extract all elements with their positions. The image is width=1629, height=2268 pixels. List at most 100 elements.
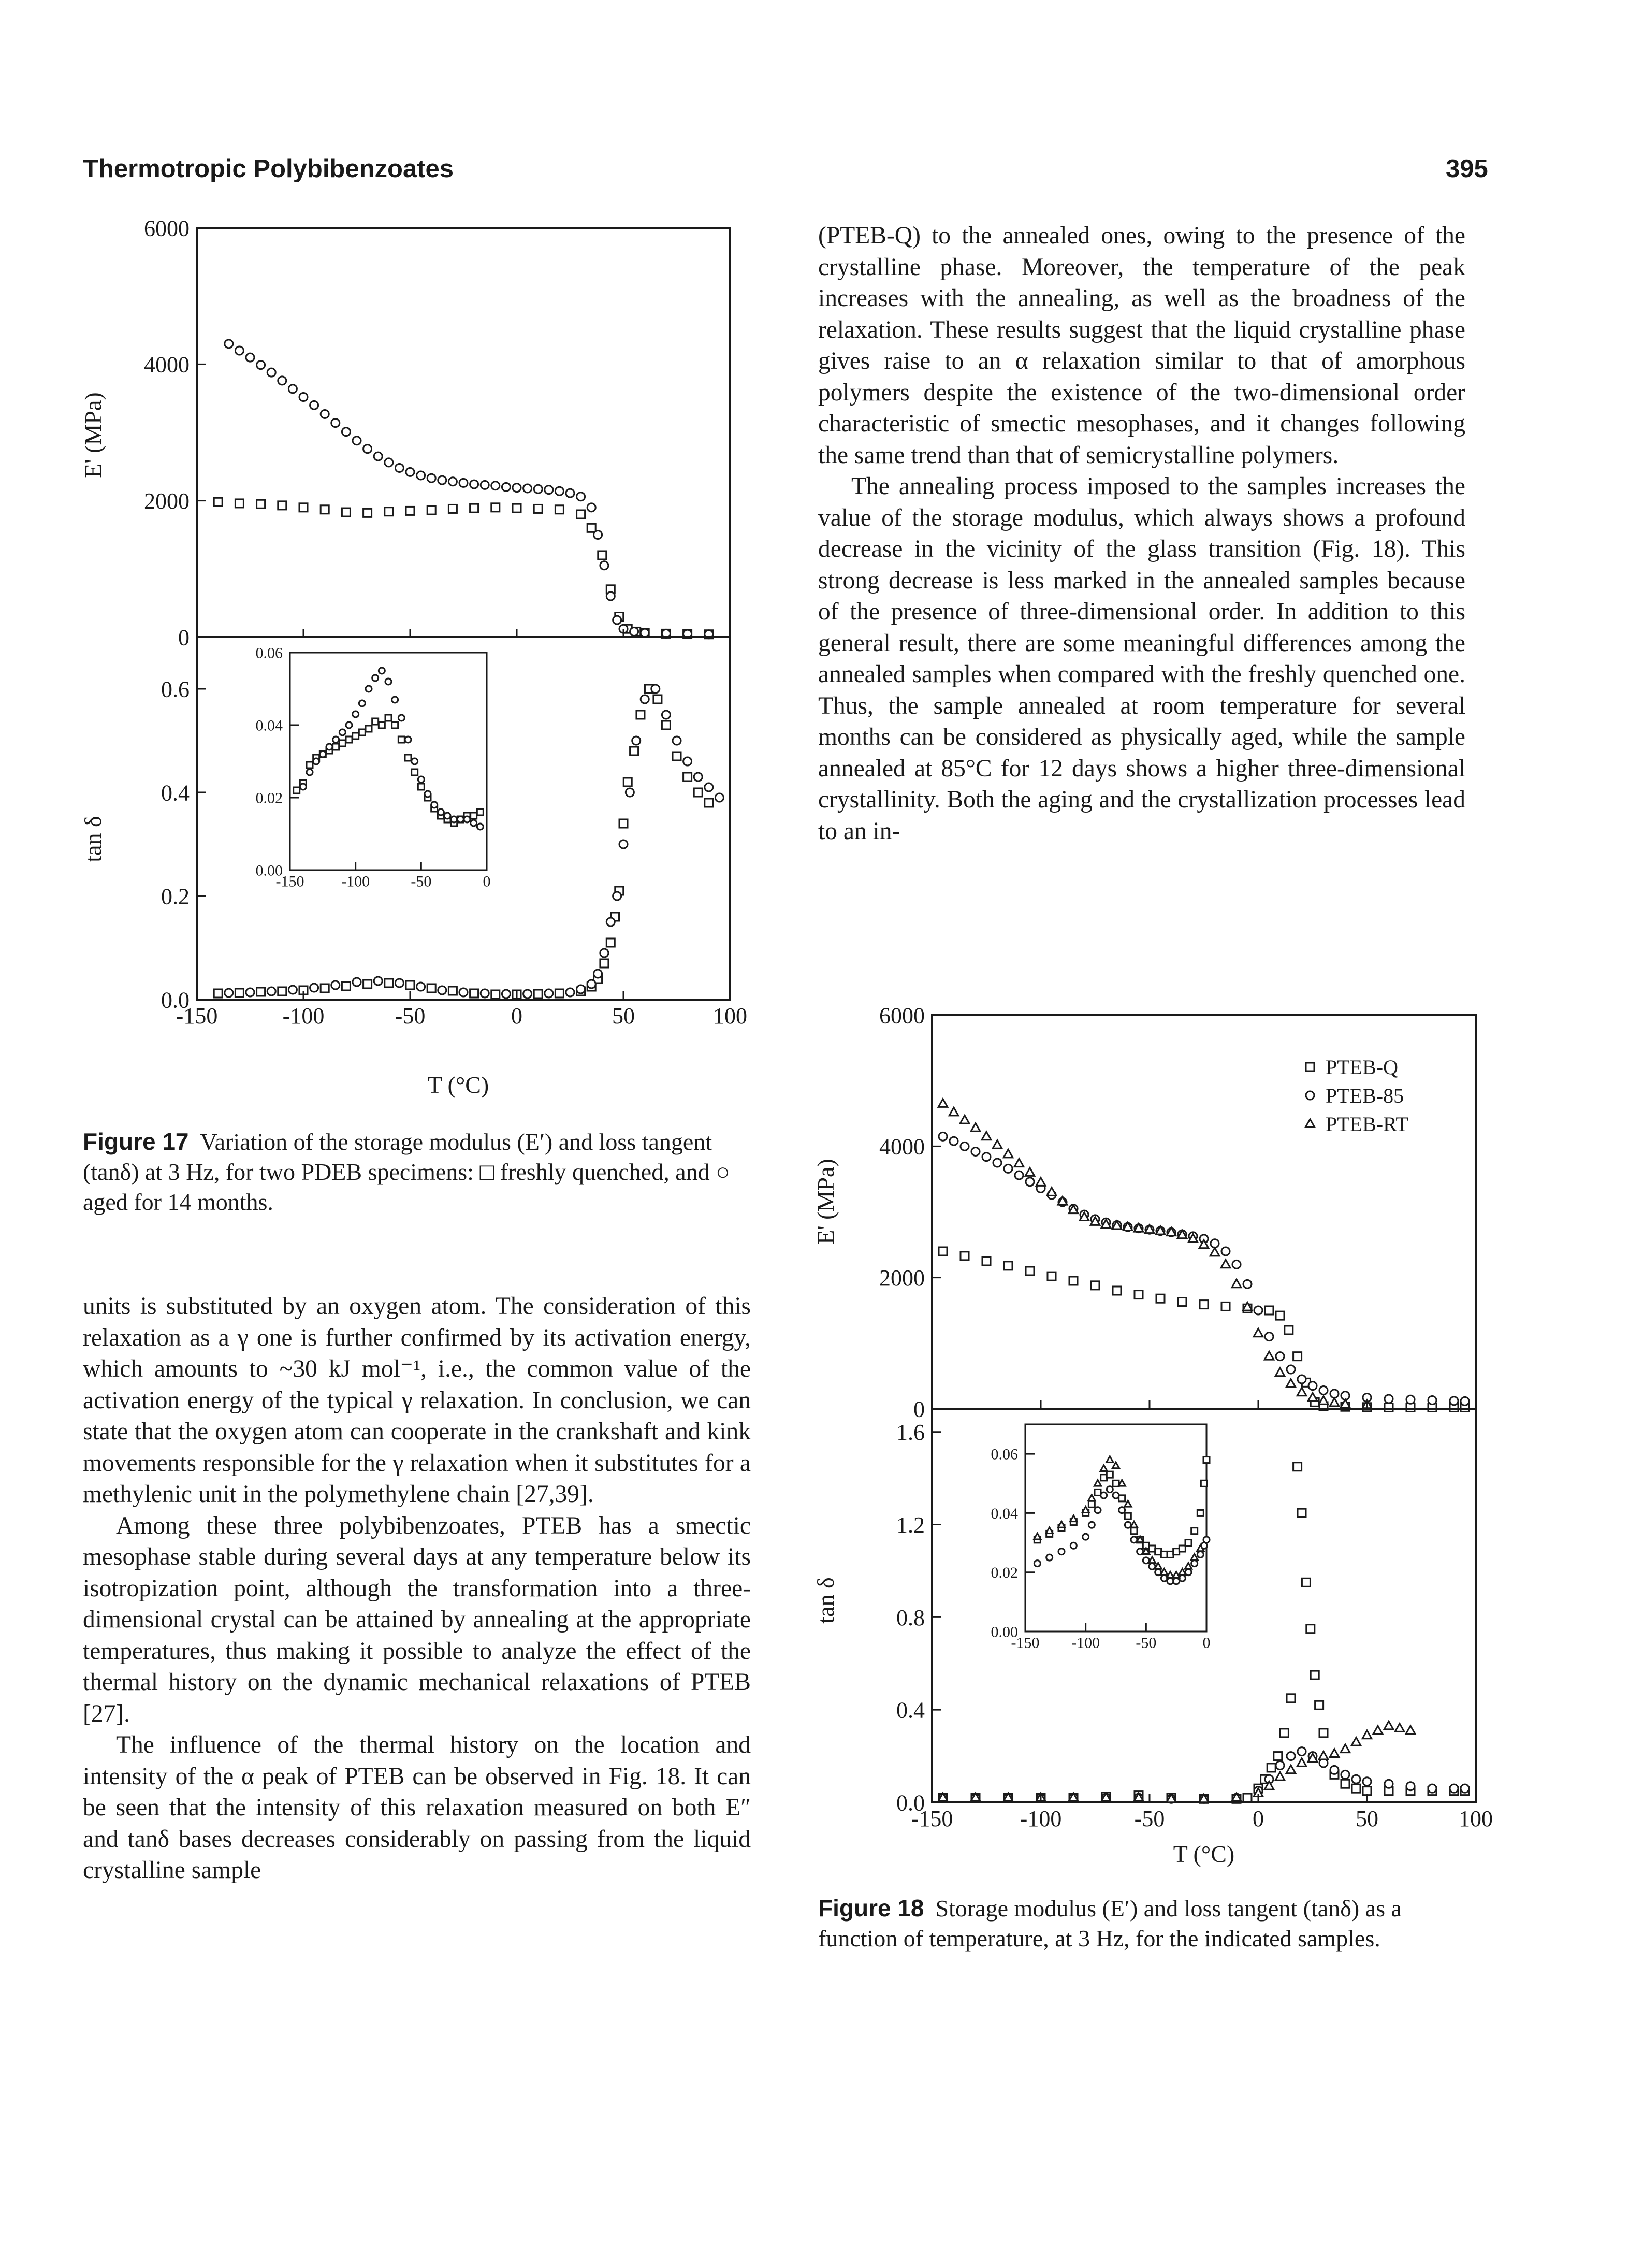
f17-top-point xyxy=(490,481,501,491)
f17-inset-point xyxy=(377,667,386,675)
f18-inset-point xyxy=(1202,1456,1211,1464)
f18-inset-point xyxy=(1044,1525,1054,1535)
f18-inset-point xyxy=(1130,1527,1138,1535)
f17-inset-xtick-label: 0 xyxy=(483,873,491,890)
f17-inset-point xyxy=(476,822,484,831)
f17-inset-point xyxy=(318,750,327,758)
f18-inset-point xyxy=(1200,1479,1208,1487)
f17-bot-point xyxy=(704,782,714,792)
f17-top-point xyxy=(576,492,586,502)
f18-inset-point xyxy=(1118,1506,1126,1514)
f17-bot-point xyxy=(501,989,511,999)
f17-top-point xyxy=(554,504,564,515)
f17-inset-point xyxy=(404,754,412,762)
f17-bot-point xyxy=(714,792,724,803)
f17-top-point xyxy=(469,479,479,489)
f18-bot-ytick-label: 0.4 xyxy=(896,1698,925,1723)
f18-top-point xyxy=(1122,1220,1134,1232)
f18-top-point xyxy=(1068,1276,1079,1286)
f18-top-point xyxy=(937,1097,949,1108)
f18-bot-point xyxy=(1404,1724,1417,1735)
f18-inset-point xyxy=(1123,1499,1133,1508)
f18-top-point xyxy=(1384,1394,1394,1404)
f18-inset-point xyxy=(1184,1539,1192,1547)
f17-bot-series-1 xyxy=(224,684,724,999)
f17-inset-point xyxy=(377,721,386,729)
f18-top-point xyxy=(1384,1402,1394,1412)
f17-inset-point xyxy=(293,786,301,794)
f18-top-point xyxy=(1307,1381,1318,1391)
f18-top-point xyxy=(1100,1218,1112,1229)
f18-top-point xyxy=(1328,1396,1341,1407)
f18-inset-point xyxy=(1136,1548,1144,1556)
legend-marker-square xyxy=(1305,1062,1315,1072)
f18-inset-point xyxy=(1087,1493,1097,1502)
f18-top-point xyxy=(1253,1305,1263,1316)
f18-top-ytick-label: 6000 xyxy=(879,1003,925,1028)
f18-bot-point xyxy=(1273,1751,1283,1761)
f18-inset-point xyxy=(1202,1536,1211,1544)
f17-top-point xyxy=(319,409,330,419)
f18-bot-point xyxy=(1405,1781,1416,1792)
figure-18-xlabel: T (°C) xyxy=(1173,1841,1234,1867)
f17-top-point xyxy=(384,457,394,468)
f18-top-series-1 xyxy=(938,1131,1470,1406)
f18-inset-point xyxy=(1159,1567,1169,1576)
figure-17-top-ylabel: E' (MPa) xyxy=(80,392,106,478)
f18-inset-point xyxy=(1082,1533,1090,1541)
f17-top-point xyxy=(213,497,223,507)
f18-inset-point xyxy=(1130,1536,1138,1544)
f18-top-point xyxy=(1264,1305,1274,1316)
f18-bot-point xyxy=(1305,1624,1316,1634)
f17-bot-point xyxy=(533,989,543,999)
f17-bot-point xyxy=(631,735,642,746)
f18-bot-point xyxy=(1361,1729,1373,1740)
f18-top-point xyxy=(1143,1223,1156,1234)
f18-inset-point xyxy=(1111,1461,1121,1469)
f17-inset-point xyxy=(365,685,373,693)
f17-bot-point xyxy=(341,981,351,991)
f18-top-point xyxy=(1155,1293,1166,1304)
f17-inset-point xyxy=(470,812,478,820)
f17-top-point xyxy=(287,384,298,394)
f18-top-point xyxy=(1285,1377,1297,1388)
f17-bot-point xyxy=(373,976,383,986)
f18-bot-point xyxy=(1351,1774,1361,1784)
f18-inset-point xyxy=(1045,1553,1054,1562)
f18-top-point xyxy=(1003,1163,1013,1174)
f18-bot-point xyxy=(1274,1770,1286,1781)
f17-top-point xyxy=(245,352,255,363)
f18-top-point xyxy=(1274,1366,1286,1377)
f17-bot-point xyxy=(629,746,639,756)
f17-inset-point xyxy=(404,735,412,744)
f17-bot-point xyxy=(458,987,469,998)
f18-bot-point xyxy=(1297,1508,1307,1518)
f17-top-point xyxy=(639,628,650,638)
f18-inset-point xyxy=(1190,1559,1199,1568)
f18-top-point xyxy=(991,1138,1003,1149)
f18-top-point xyxy=(1230,1278,1243,1289)
f17-top-point xyxy=(362,444,373,454)
f17-bot-xtick-label: -100 xyxy=(283,1003,325,1029)
f18-bot-ytick-label: 1.2 xyxy=(896,1512,925,1538)
f18-inset-ytick-label: 0.04 xyxy=(991,1505,1019,1522)
f17-bot-point xyxy=(213,988,223,999)
f18-bot-xtick-label: -50 xyxy=(1135,1806,1165,1831)
f17-bot-point xyxy=(661,720,671,730)
f18-top-point xyxy=(1024,1166,1036,1177)
f17-bot-point xyxy=(384,978,394,988)
f18-bot-point xyxy=(1100,1791,1112,1802)
f17-bot-point xyxy=(362,979,373,989)
f18-bot-point xyxy=(1449,1783,1459,1794)
f18-bot-point xyxy=(1384,1779,1394,1789)
f18-inset-point xyxy=(1099,1463,1109,1472)
f18-inset-point xyxy=(1129,1520,1139,1528)
f17-bot-xtick-label: 50 xyxy=(612,1003,635,1029)
f18-inset-point xyxy=(1178,1544,1186,1553)
f18-top-point xyxy=(981,1256,992,1266)
f18-inset-xtick-label: -50 xyxy=(1136,1635,1156,1652)
f17-bot-point xyxy=(650,684,661,694)
